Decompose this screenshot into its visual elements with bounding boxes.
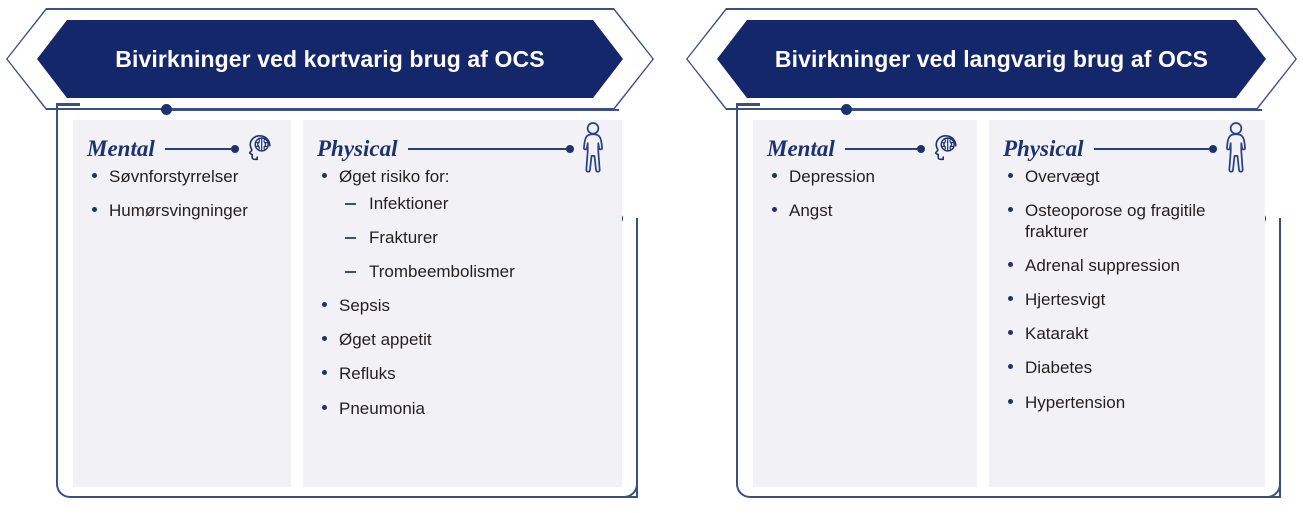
- head-brain-icon: [243, 130, 277, 169]
- person-body-icon: [1221, 121, 1251, 178]
- heading-dot: [566, 145, 574, 153]
- heading-rule: [407, 147, 566, 151]
- panel-title: Bivirkninger ved langvarig brug af OCS: [774, 45, 1209, 72]
- list-item: Katarakt: [1003, 323, 1251, 344]
- column-heading-mental: Mental: [87, 134, 277, 164]
- panel-frame-right-rule: [635, 218, 638, 498]
- panel-short-term: Bivirkninger ved kortvarig brug af OCS M…: [0, 0, 660, 498]
- list-item-text: Øget risiko for:: [339, 167, 450, 186]
- list-item: Pneumonia: [317, 398, 608, 419]
- heading-rule: [844, 147, 917, 151]
- symptom-list-physical: Overvægt Osteoporose og fragitile fraktu…: [1003, 166, 1251, 413]
- column-physical: Physical Overvægt Osteoporose og fragi: [989, 120, 1265, 487]
- top-connector-line: [847, 108, 1262, 111]
- panel-header-hexagon: Bivirkninger ved kortvarig brug af OCS: [0, 8, 660, 110]
- list-item: Adrenal suppression: [1003, 255, 1251, 276]
- column-physical: Physical Øget risiko for:: [303, 120, 622, 487]
- panel-columns: Mental: [753, 120, 1265, 487]
- list-item: Diabetes: [1003, 357, 1251, 378]
- list-item: Humørsvingninger: [87, 200, 277, 221]
- heading-rule: [1093, 147, 1209, 151]
- panel-columns: Mental: [73, 120, 622, 487]
- column-mental: Mental: [753, 120, 977, 487]
- heading-dot: [1209, 145, 1217, 153]
- list-item: Søvnforstyrrelser: [87, 166, 277, 187]
- panel-long-term: Bivirkninger ved langvarig brug af OCS M…: [680, 0, 1303, 513]
- person-body-icon: [578, 121, 608, 178]
- symptom-list-physical: Øget risiko for: Infektioner Frakturer T…: [317, 166, 608, 419]
- list-item: Øget appetit: [317, 329, 608, 350]
- heading-dot: [231, 145, 239, 153]
- column-heading-label: Mental: [767, 136, 835, 161]
- list-item: Hjertesvigt: [1003, 289, 1251, 310]
- top-connector-dot: [841, 104, 852, 115]
- sub-list: Infektioner Frakturer Trombeembolismer: [339, 193, 608, 282]
- top-connector-line: [167, 108, 619, 111]
- sub-list-item: Trombeembolismer: [339, 261, 608, 282]
- list-item: Sepsis: [317, 295, 608, 316]
- hexagon-fill: Bivirkninger ved langvarig brug af OCS: [717, 20, 1266, 98]
- list-item: Depression: [767, 166, 963, 187]
- column-mental: Mental: [73, 120, 291, 487]
- list-item: Osteoporose og fragitile frakturer: [1003, 200, 1251, 242]
- sub-list-item: Infektioner: [339, 193, 608, 214]
- column-heading-label: Physical: [317, 136, 398, 161]
- symptom-list-mental: Depression Angst: [767, 166, 963, 221]
- panel-frame-top-stub: [736, 103, 760, 106]
- list-item: Overvægt: [1003, 166, 1251, 187]
- column-heading-label: Physical: [1003, 136, 1084, 161]
- sub-list-item: Frakturer: [339, 227, 608, 248]
- panel-frame-right-corner: [1257, 474, 1281, 498]
- panel-frame-right-corner: [614, 474, 638, 498]
- hexagon-fill: Bivirkninger ved kortvarig brug af OCS: [37, 20, 623, 98]
- column-heading-physical: Physical: [1003, 121, 1251, 173]
- symptom-list-mental: Søvnforstyrrelser Humørsvingninger: [87, 166, 277, 221]
- list-item: Refluks: [317, 363, 608, 384]
- list-item: Angst: [767, 200, 963, 221]
- column-heading-mental: Mental: [767, 134, 963, 164]
- heading-dot: [917, 145, 925, 153]
- top-connector-dot: [161, 104, 172, 115]
- column-heading-label: Mental: [87, 136, 155, 161]
- panel-frame-top-stub: [56, 103, 80, 106]
- list-item: Hypertension: [1003, 392, 1251, 413]
- list-item: Øget risiko for: Infektioner Frakturer T…: [317, 166, 608, 282]
- head-brain-icon: [929, 130, 963, 169]
- column-heading-physical: Physical: [317, 121, 608, 173]
- panel-frame-right-rule: [1278, 218, 1281, 498]
- panel-header-hexagon: Bivirkninger ved langvarig brug af OCS: [680, 8, 1303, 110]
- heading-rule: [164, 147, 231, 151]
- panel-title: Bivirkninger ved kortvarig brug af OCS: [115, 45, 545, 72]
